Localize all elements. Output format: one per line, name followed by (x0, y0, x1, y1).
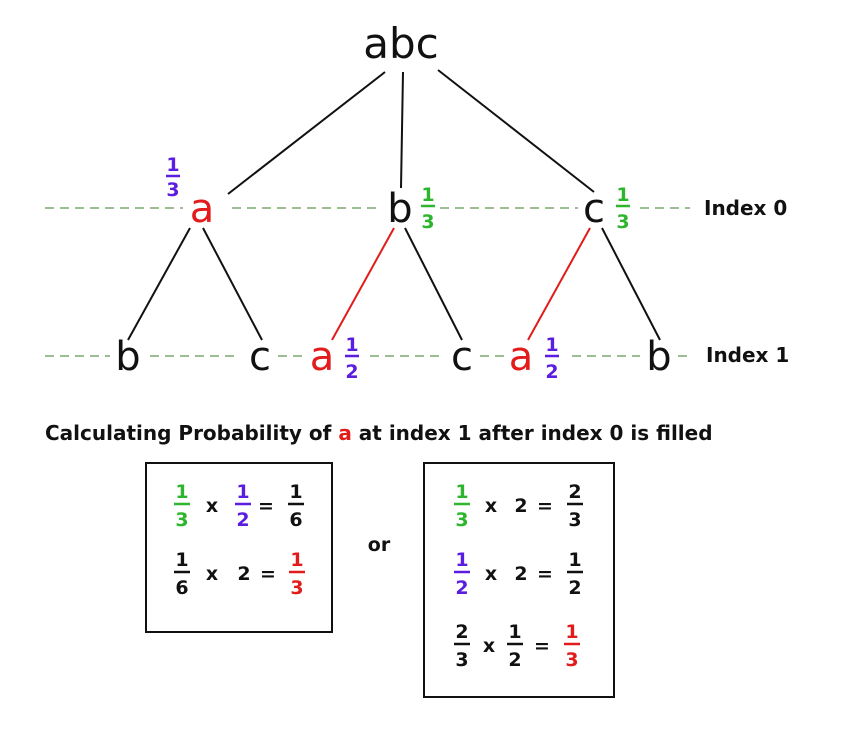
frac-den: 6 (289, 509, 302, 531)
frac-den: 6 (175, 577, 188, 599)
prob-denominator: 2 (345, 361, 358, 383)
times-sign: x (206, 495, 218, 517)
level0-prob-b: 1 3 (421, 184, 435, 233)
prob-denominator: 3 (616, 211, 629, 233)
edge-root-a (227, 71, 386, 195)
level0-node-c: c (583, 186, 605, 232)
right-equation-1: 1 3 x 2 = 2 3 (454, 481, 583, 531)
level1-node-b-1: b (115, 334, 140, 380)
frac-den: 2 (455, 577, 468, 599)
frac-num: 1 (175, 549, 188, 571)
frac-den: 3 (568, 509, 581, 531)
right-equation-3: 2 3 x 1 2 = 1 3 (454, 621, 580, 671)
times-sign: x (206, 563, 218, 585)
prob-numerator: 1 (166, 154, 179, 176)
edge-b-c (404, 227, 463, 341)
level1-node-b-2: b (646, 334, 671, 380)
edge-b-a (331, 227, 395, 341)
prob-denominator: 3 (166, 179, 179, 201)
times-sign: x (485, 563, 497, 585)
frac-num: 1 (568, 549, 581, 571)
prob-numerator: 1 (545, 334, 558, 356)
frac-num: 1 (565, 621, 578, 643)
times-sign: x (483, 635, 495, 657)
level0-prob-a: 1 3 (166, 154, 180, 201)
caption-highlight: a (338, 421, 352, 445)
equals-sign: = (260, 563, 276, 585)
frac-den: 2 (568, 577, 581, 599)
left-equation-2: 1 6 x 2 = 1 3 (174, 549, 305, 599)
prob-denominator: 2 (545, 361, 558, 383)
level1-prob-a-2: 1 2 (545, 334, 559, 383)
tree-edges (127, 69, 661, 341)
two: 2 (237, 563, 250, 585)
caption-after: at index 1 after index 0 is filled (352, 421, 713, 445)
level1-prob-a-1: 1 2 (345, 334, 359, 383)
frac-num: 1 (175, 481, 188, 503)
edge-a-c (202, 227, 263, 341)
level1-node-a-2: a (509, 334, 534, 380)
frac-den: 2 (508, 649, 521, 671)
caption-before: Calculating Probability of (45, 421, 338, 445)
calculation-box-left (145, 462, 333, 633)
level0-node-a: a (190, 186, 215, 232)
level0-prob-c: 1 3 (616, 184, 630, 233)
edge-c-b (601, 227, 661, 341)
equals-sign: = (537, 563, 553, 585)
index-1-label: Index 1 (706, 343, 789, 367)
frac-num: 1 (455, 481, 468, 503)
level1-node-a-1: a (310, 334, 335, 380)
frac-den: 3 (565, 649, 578, 671)
prob-numerator: 1 (345, 334, 358, 356)
equals-sign: = (534, 635, 550, 657)
frac-num: 2 (568, 481, 581, 503)
left-equation-1: 1 3 x 1 2 = 1 6 (174, 481, 304, 531)
calculation-caption: Calculating Probability of a at index 1 … (45, 421, 713, 445)
frac-num: 1 (290, 549, 303, 571)
two: 2 (514, 563, 527, 585)
prob-numerator: 1 (421, 184, 434, 206)
times-sign: x (485, 495, 497, 517)
index-0-label: Index 0 (704, 196, 787, 220)
frac-den: 2 (236, 509, 249, 531)
equals-sign: = (537, 495, 553, 517)
frac-den: 3 (455, 649, 468, 671)
two: 2 (514, 495, 527, 517)
prob-numerator: 1 (616, 184, 629, 206)
or-connector: or (368, 534, 391, 556)
frac-num: 1 (508, 621, 521, 643)
right-equation-2: 1 2 x 2 = 1 2 (454, 549, 583, 599)
level1-node-c-2: c (451, 334, 473, 380)
root-node: abc (363, 19, 439, 68)
frac-den: 3 (290, 577, 303, 599)
frac-num: 1 (455, 549, 468, 571)
prob-denominator: 3 (421, 211, 434, 233)
calculation-box-right (423, 462, 615, 698)
frac-den: 3 (455, 509, 468, 531)
level1-node-c-1: c (249, 334, 271, 380)
edge-a-b (127, 227, 191, 341)
frac-num: 2 (455, 621, 468, 643)
edge-root-b (400, 71, 404, 189)
level0-node-b: b (387, 186, 412, 232)
equals-sign: = (258, 495, 274, 517)
frac-num: 1 (289, 481, 302, 503)
frac-den: 3 (175, 509, 188, 531)
edge-c-a (527, 227, 591, 341)
frac-num: 1 (236, 481, 249, 503)
edge-root-c (437, 69, 595, 193)
